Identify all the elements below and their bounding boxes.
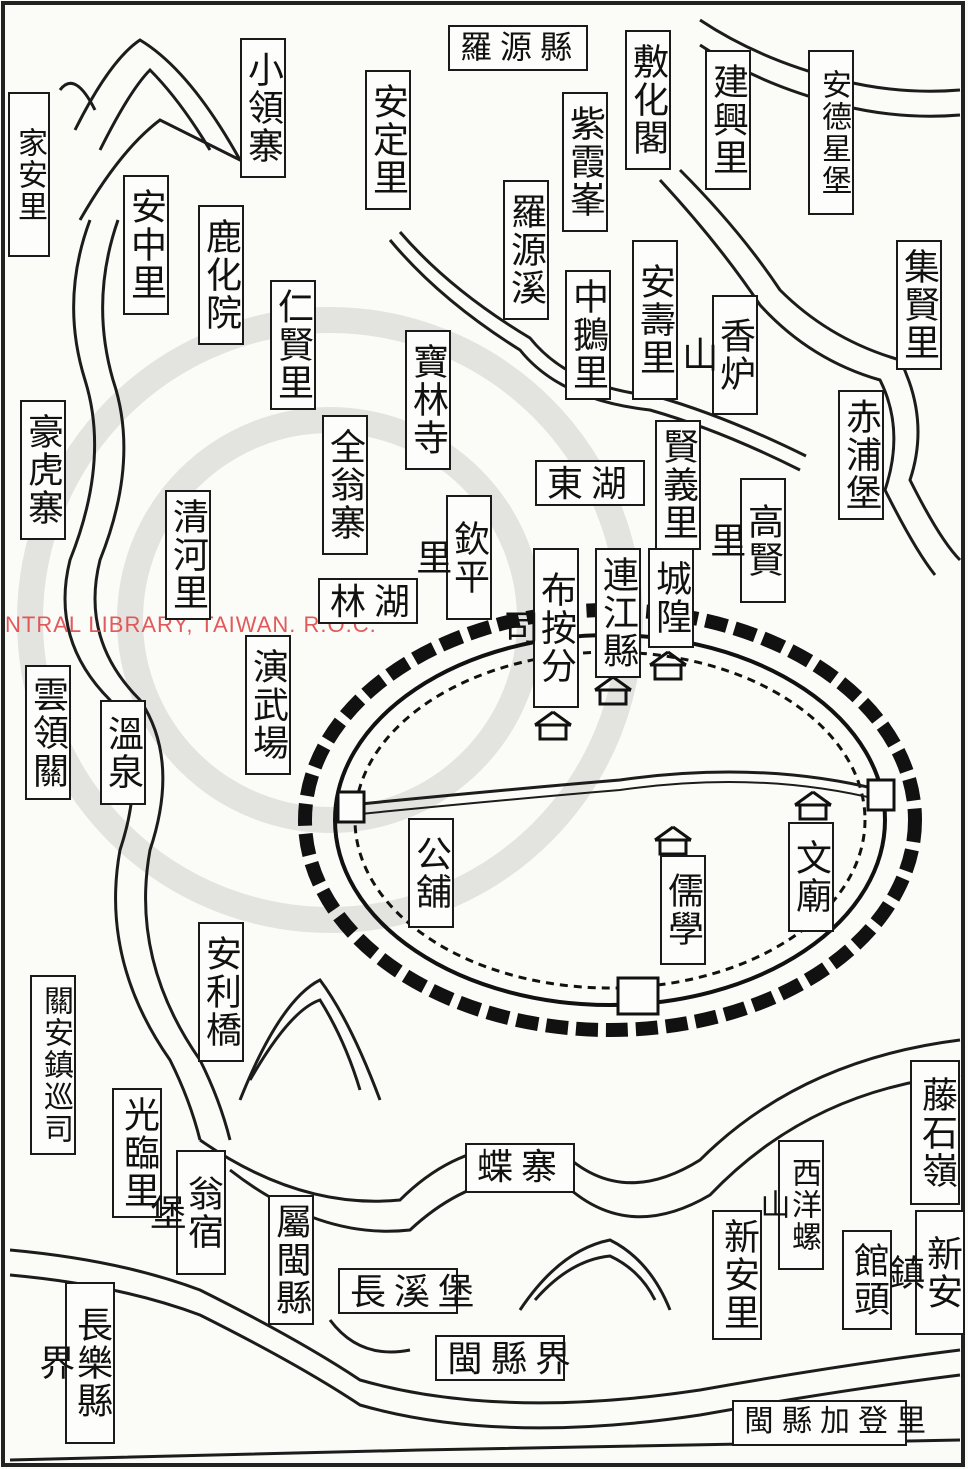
label-luhua-yuan: 鹿化院: [198, 205, 244, 345]
label-ru-xue: 儒學: [660, 855, 706, 965]
label-baolin-si: 寶林寺: [405, 330, 451, 470]
label-gaoxian-li: 高賢里: [704, 478, 786, 603]
label-lianjiang-county: 連江縣: [595, 548, 641, 678]
river-south: [199, 1038, 961, 1233]
label-shu-minxian: 屬閩縣: [268, 1195, 314, 1325]
label-quanweng-zhai: 全翁寨: [322, 415, 368, 555]
west-gate: [336, 790, 366, 824]
label-yanwu-chang: 演武場: [245, 635, 291, 775]
fort-arc: [328, 1319, 411, 1354]
label-changqi-bao: 長溪堡: [338, 1268, 474, 1314]
label-luoyuan-county: 羅源縣: [448, 25, 588, 71]
building-glyphs: [534, 650, 832, 856]
label-xianglu-shan: 香炉山: [676, 295, 758, 415]
label-anli-qiao: 安利橋: [198, 922, 244, 1062]
label-chenghuang: 城隍: [648, 548, 694, 648]
label-zhong-li: 中鵝里: [565, 270, 611, 400]
label-anzhong-li: 安中里: [123, 175, 169, 315]
label-xinan-zhen: 新安鎮: [883, 1210, 965, 1335]
label-guanglin-li: 光臨里: [112, 1088, 162, 1218]
south-gate: [616, 976, 660, 1016]
label-tengshi-ling: 藤石嶺: [910, 1060, 960, 1205]
label-haohu-zhai: 豪虎寨: [20, 400, 66, 540]
label-wengxiu-bao: 翁宿堡: [144, 1150, 226, 1275]
label-fuhua-ge: 敷化閣: [625, 30, 671, 170]
label-gong-pu: 公舖: [408, 818, 454, 928]
label-minxian-jiadeng-li: 閩縣加登里: [732, 1400, 926, 1446]
mountains-northwest: [58, 38, 244, 221]
label-luoyuan-xi: 羅源溪: [503, 180, 549, 320]
label-qinghe-li: 清河里: [165, 490, 211, 620]
label-xiaoling-zhai: 小領寨: [240, 38, 286, 178]
label-guanan-zhen-xunsi: 關安鎮巡司: [30, 975, 76, 1155]
label-chipu-bao: 赤浦堡: [838, 390, 884, 520]
label-xiyang-luoshan: 西洋螺山: [755, 1140, 824, 1270]
label-zixia-feng: 紫霞峯: [562, 92, 608, 232]
label-yunling-guan: 雲領關: [25, 665, 71, 800]
label-die-zhai: 蝶寨: [465, 1143, 575, 1193]
label-wen-miao: 文廟: [788, 822, 834, 932]
label-xinan-li: 新安里: [712, 1210, 762, 1340]
east-gate: [866, 778, 896, 812]
label-renxian-li: 仁賢里: [270, 280, 316, 410]
label-buan-fensi: 布按分司: [497, 548, 579, 708]
city-road: [349, 770, 881, 807]
label-dong-hu: 東湖: [535, 460, 645, 506]
label-jixian-li: 集賢里: [896, 240, 942, 370]
label-guantou: 館頭: [842, 1230, 892, 1330]
river-west: [63, 219, 232, 1141]
label-qinping-li: 欽平里: [410, 495, 492, 620]
mountains-south: [238, 978, 672, 1311]
label-lin-hu: 林湖: [318, 578, 418, 624]
label-jiaan-li: 家安里: [8, 92, 50, 257]
label-ande-xingbao: 安德星堡: [808, 50, 854, 215]
label-xianyi-li: 賢義里: [655, 420, 701, 550]
label-anshou-li: 安壽里: [632, 240, 678, 400]
label-jianxing-li: 建興里: [705, 50, 751, 190]
label-minxian-jie: 閩縣界: [435, 1335, 571, 1381]
label-wen-quan: 溫泉: [100, 700, 146, 805]
label-anding-li: 安定里: [365, 70, 411, 210]
label-changle-xianjie: 長樂縣界: [33, 1282, 115, 1444]
